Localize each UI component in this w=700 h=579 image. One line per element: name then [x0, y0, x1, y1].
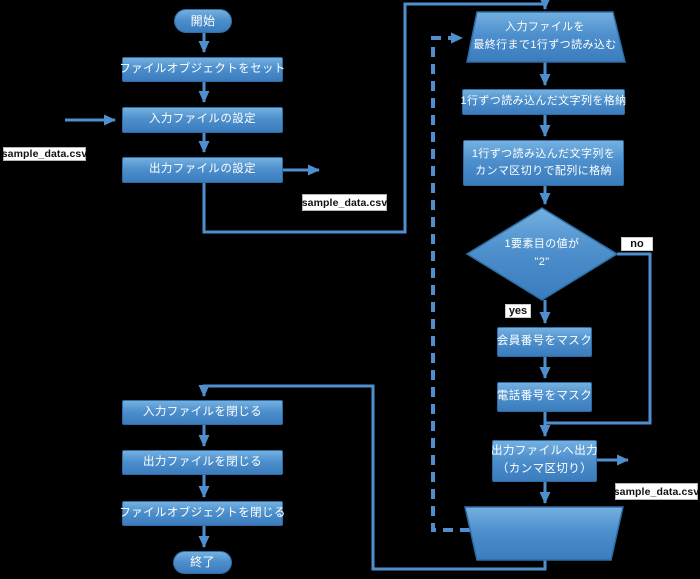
output-write-label-1: 出力ファイルへ出力 — [490, 445, 599, 458]
edge-output-to-loopstart — [202, 0, 551, 234]
input-file-name-text: sample_data.csv — [1, 148, 88, 160]
loop-start-label-2: 最終行まで1行ずつ読み込む — [473, 39, 617, 51]
edge-decision-no — [546, 252, 652, 425]
end-label: 終了 — [190, 555, 215, 570]
split-line-label-2: カンマ区切りで配列に格納 — [475, 165, 612, 177]
no-branch-text: no — [630, 238, 644, 250]
close-file-object-label: ファイルオブジェクトを閉じる — [119, 506, 286, 519]
set-file-object-node: ファイルオブジェクトをセット — [119, 57, 286, 82]
no-branch-label: no — [621, 237, 653, 251]
end-node: 終了 — [173, 551, 232, 574]
decision-node: 1要素目の値が "2" — [467, 228, 617, 280]
output-file-setup-label: 出力ファイルの設定 — [148, 163, 257, 176]
mask-phone-number-label: 電話番号をマスク — [496, 390, 593, 403]
mask-phone-number-node: 電話番号をマスク — [497, 382, 592, 412]
decision-diamond-shape — [465, 207, 619, 301]
close-output-file-node: 出力ファイルを閉じる — [122, 450, 283, 475]
set-file-object-label: ファイルオブジェクトをセット — [119, 62, 286, 75]
close-input-file-label: 入力ファイルを閉じる — [143, 405, 262, 418]
loop-start-node: 入力ファイルを 最終行まで1行ずつ読み込む — [462, 13, 628, 61]
close-output-file-label: 出力ファイルを閉じる — [143, 455, 262, 468]
loop-start-shape — [466, 11, 626, 63]
input-file-setup-label: 入力ファイルの設定 — [148, 113, 257, 126]
split-line-label-1: 1行ずつ読み込んだ文字列を — [471, 147, 616, 160]
decision-label-1: 1要素目の値が — [504, 238, 580, 251]
store-line-label: 1行ずつ読み込んだ文字列を格納 — [460, 95, 627, 108]
output-file-name-label: sample_data.csv — [302, 194, 387, 211]
output-file-setup-node: 出力ファイルの設定 — [122, 157, 283, 183]
written-file-name-text: sample_data.csv — [613, 485, 700, 498]
output-file-name-text: sample_data.csv — [301, 196, 388, 209]
mask-member-number-node: 会員番号をマスク — [497, 327, 592, 357]
yes-branch-text: yes — [508, 305, 528, 317]
input-file-setup-node: 入力ファイルの設定 — [122, 107, 283, 133]
start-node: 開始 — [174, 9, 232, 33]
start-label: 開始 — [190, 13, 216, 28]
close-input-file-node: 入力ファイルを閉じる — [122, 400, 283, 425]
output-write-label-2: （カンマ区切り） — [496, 463, 593, 475]
yes-branch-label: yes — [505, 304, 531, 318]
mask-member-number-label: 会員番号をマスク — [496, 335, 593, 348]
input-file-name-label: sample_data.csv — [1, 147, 88, 161]
edge-loopend-to-close — [198, 384, 547, 571]
split-line-node: 1行ずつ読み込んだ文字列を カンマ区切りで配列に格納 — [463, 140, 624, 186]
decision-label-2: "2" — [534, 256, 550, 268]
written-file-name-label: sample_data.csv — [613, 483, 700, 500]
output-write-node: 出力ファイルへ出力 （カンマ区切り） — [490, 440, 599, 482]
loop-end-shape — [464, 506, 624, 561]
close-file-object-node: ファイルオブジェクトを閉じる — [119, 501, 286, 526]
edge-loop-back-dashed — [431, 32, 470, 532]
store-line-node: 1行ずつ読み込んだ文字列を格納 — [460, 89, 627, 115]
loop-start-label-1: 入力ファイルを — [505, 21, 585, 34]
